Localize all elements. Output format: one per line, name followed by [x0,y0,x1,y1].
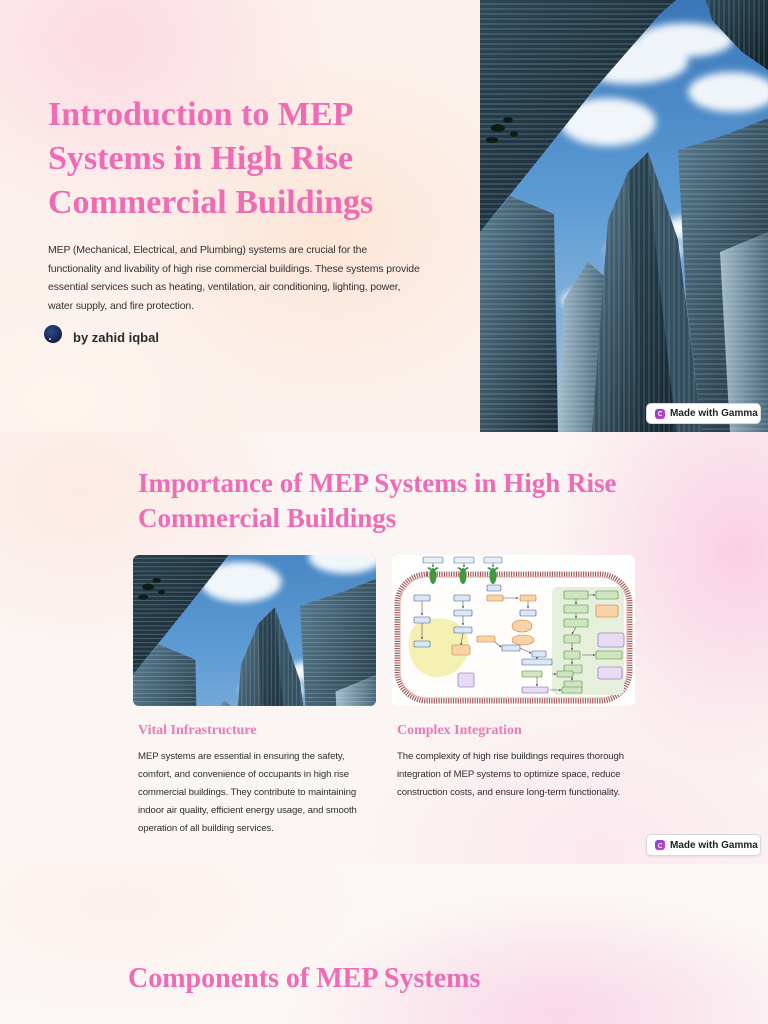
skyscrapers-photo [480,0,768,432]
components-title: Components of MEP Systems [128,963,481,994]
avatar-detail [49,338,51,340]
gamma-logo-icon [655,840,665,850]
author-name: by zahid iqbal [73,330,159,345]
made-with-gamma-badge[interactable]: Made with Gamma [646,834,761,856]
arrows [420,563,596,692]
importance-title: Importance of MEP Systems in High Rise C… [138,468,617,533]
slide-importance: Importance of MEP Systems in High Rise C… [0,432,768,864]
gamma-logo-icon [655,408,665,419]
membrane [394,571,633,704]
card-heading-vital-infrastructure: Vital Infrastructure [138,723,257,738]
buildings [480,0,768,432]
avatar [44,325,62,343]
intro-description: MEP (Mechanical, Electrical, and Plumbin… [48,244,420,313]
pathway-diagram-image [392,555,635,706]
pathway-diagram-svg [392,555,635,706]
skyscrapers-photo-svg [133,555,376,706]
skyscrapers-photo [133,555,376,706]
pathway-boxes [413,584,625,694]
nucleus-region [408,618,469,678]
badge-label: Made with Gamma [670,839,758,851]
made-with-gamma-badge[interactable]: Made with Gamma [646,403,761,424]
intro-title: Introduction to MEP Systems in High Rise… [48,96,374,221]
receptors [427,567,499,584]
card-text-complex-integration: The complexity of high rise buildings re… [397,751,625,798]
card-heading-complex-integration: Complex Integration [397,723,522,738]
tree-leaves [486,117,518,143]
card-text-vital-infrastructure: MEP systems are essential in ensuring th… [138,751,357,834]
badge-label: Made with Gamma [670,408,758,419]
slide-introduction: Introduction to MEP Systems in High Rise… [0,0,768,432]
header-boxes [422,556,503,564]
skyscrapers-photo-svg [480,0,768,432]
slide-components: Components of MEP Systems [0,864,768,1024]
